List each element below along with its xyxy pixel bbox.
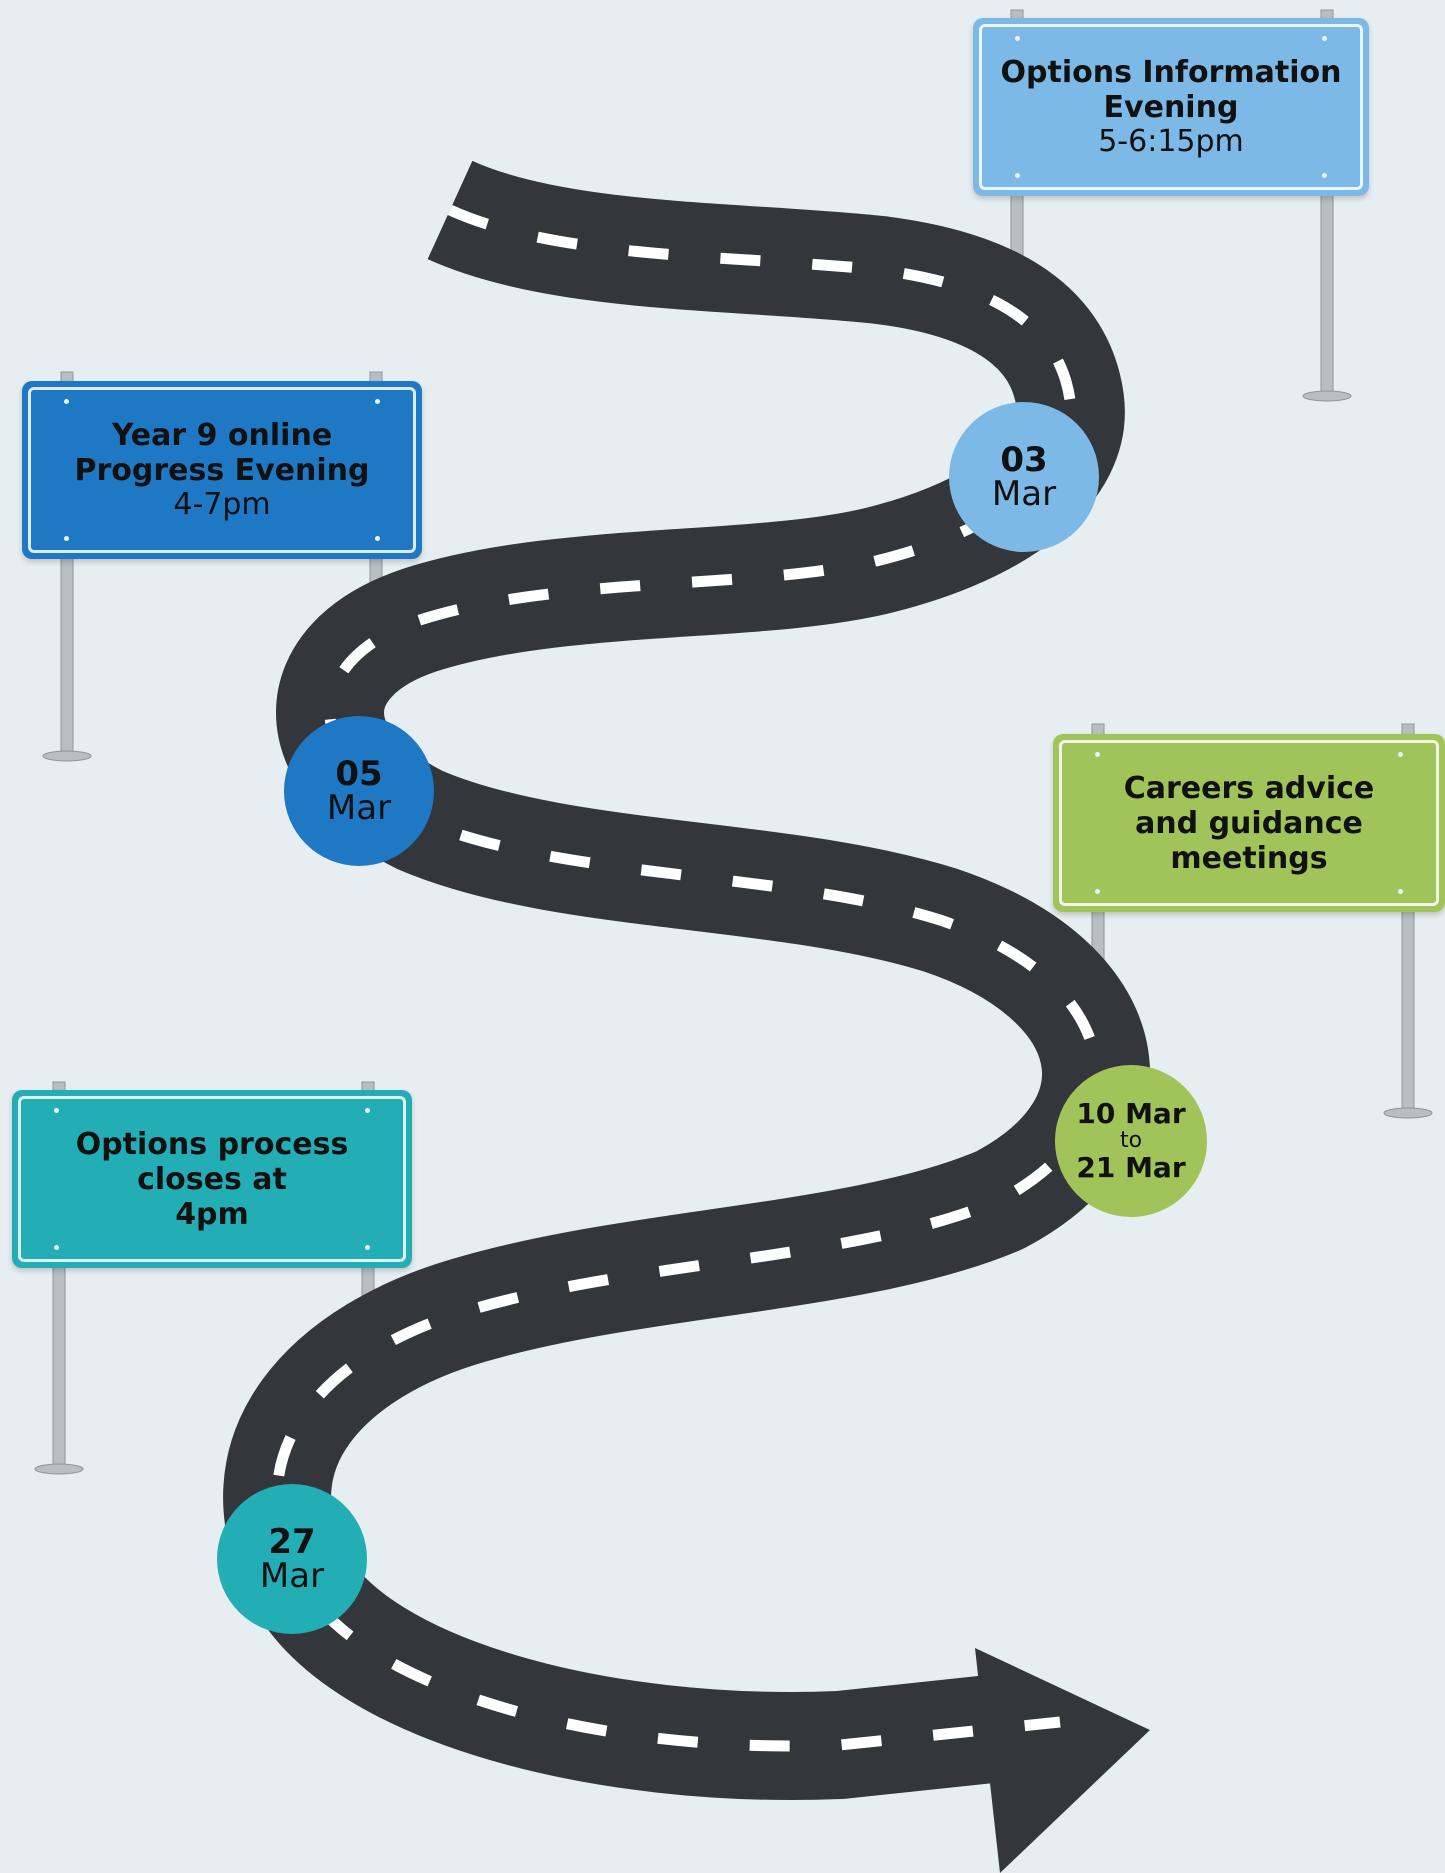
date-month: Mar — [259, 1556, 325, 1596]
sign-year-9-progress-evening: Year 9 online Progress Evening 4-7pm — [22, 381, 422, 559]
event-title: Year 9 online Progress Evening — [74, 418, 370, 488]
date-marker-27-mar: 27 Mar — [217, 1484, 367, 1634]
date-day: 27 — [268, 1522, 316, 1562]
date-range-end: 21 Mar — [1076, 1151, 1186, 1184]
date-range-start: 10 Mar — [1076, 1097, 1186, 1130]
event-title: Options Information Evening — [1000, 55, 1342, 125]
event-title: Options process closes at 4pm — [75, 1126, 349, 1232]
date-marker-05-mar: 05 Mar — [284, 716, 434, 866]
date-marker-10-to-21-mar: 10 Mar to 21 Mar — [1055, 1065, 1207, 1217]
date-day: 03 — [1000, 440, 1048, 480]
road-centre-line — [271, 204, 1102, 1752]
date-marker-03-mar: 03 Mar — [949, 402, 1099, 552]
date-month: Mar — [991, 474, 1057, 514]
road-arrowhead — [975, 1648, 1150, 1873]
sign-options-information-evening: Options Information Evening 5-6:15pm — [973, 18, 1369, 196]
post-base — [1302, 390, 1352, 402]
date-day: 05 — [335, 754, 383, 794]
post-base — [42, 750, 92, 762]
event-time: 4-7pm — [173, 487, 271, 522]
post-base — [1383, 1107, 1433, 1119]
post-base — [34, 1463, 84, 1475]
sign-careers-advice-meetings: Careers advice and guidance meetings — [1053, 734, 1445, 912]
sign-options-process-closes: Options process closes at 4pm — [12, 1090, 412, 1268]
event-title: Careers advice and guidance meetings — [1123, 770, 1375, 876]
date-month: Mar — [326, 788, 392, 828]
date-range-connector: to — [1119, 1128, 1143, 1153]
event-time: 5-6:15pm — [1098, 124, 1244, 159]
